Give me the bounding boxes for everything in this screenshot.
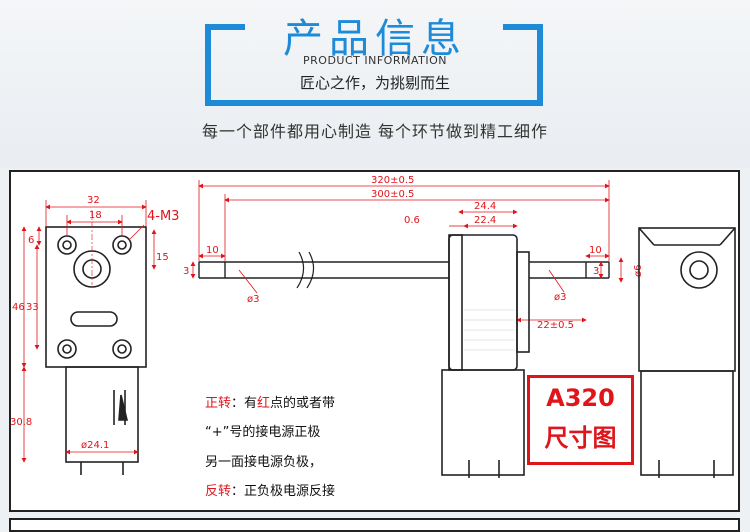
slogan: 每一个部件都用心制造 每个环节做到精工细作 <box>201 122 549 141</box>
dim-d24-1: ø24.1 <box>81 440 109 451</box>
shaft-break <box>296 251 315 289</box>
dim-22-4: 22.4 <box>474 215 496 226</box>
note-line-3: 另一面接电源负极， <box>205 455 323 470</box>
dim-24-4: 24.4 <box>474 201 496 212</box>
dimension-drawing: 32 18 4-M3 6 15 46 33 30.8 ø24.1 <box>10 175 736 478</box>
model-number: A320 <box>546 384 615 412</box>
bracket-top-right <box>503 24 543 30</box>
badge-label: 尺寸图 <box>544 424 617 452</box>
dim-10-right: 10 <box>589 245 602 256</box>
dim-0-6: 0.6 <box>404 215 420 226</box>
side-view-hatch <box>464 309 515 351</box>
header-background <box>0 0 750 168</box>
page-title-english: PRODUCT INFORMATION <box>303 54 447 67</box>
dim-32: 32 <box>87 195 100 206</box>
dim-3-right: 3 <box>593 266 599 277</box>
next-section-frame <box>9 518 740 532</box>
front-view <box>45 226 147 475</box>
note-line-1: 正转：有红点的或者带 <box>205 396 336 411</box>
title-bracket <box>205 24 543 106</box>
bracket-top-left <box>205 24 245 30</box>
dim-33: 33 <box>26 302 39 313</box>
front-view-dims <box>21 200 157 463</box>
dim-18: 18 <box>89 210 102 221</box>
dim-22: 22±0.5 <box>537 320 574 331</box>
dim-6: 6 <box>28 235 34 246</box>
shaft-dims <box>190 180 624 323</box>
page-subtitle: 匠心之作，为挑剔而生 <box>299 74 450 92</box>
shaft <box>198 261 610 279</box>
dim-320: 320±0.5 <box>371 175 414 186</box>
dim-d3-left: ø3 <box>247 294 259 305</box>
hole-label: 4-M3 <box>147 209 179 224</box>
dim-10-left: 10 <box>206 245 219 256</box>
side-view <box>441 234 530 478</box>
model-badge: A320 尺寸图 <box>527 375 634 465</box>
note-line-4: 反转：正负极电源反接 <box>205 484 336 499</box>
dim-15: 15 <box>156 252 169 263</box>
dim-3-left: 3 <box>183 266 189 277</box>
dim-d3-right: ø3 <box>554 292 566 303</box>
dim-46: 46 <box>12 302 25 313</box>
dim-30-8: 30.8 <box>10 417 32 428</box>
note-line-2: “+”号的接电源正极 <box>205 425 321 440</box>
page-title: 产品信息 <box>283 16 467 62</box>
end-view <box>638 227 736 478</box>
dim-300: 300±0.5 <box>371 189 414 200</box>
